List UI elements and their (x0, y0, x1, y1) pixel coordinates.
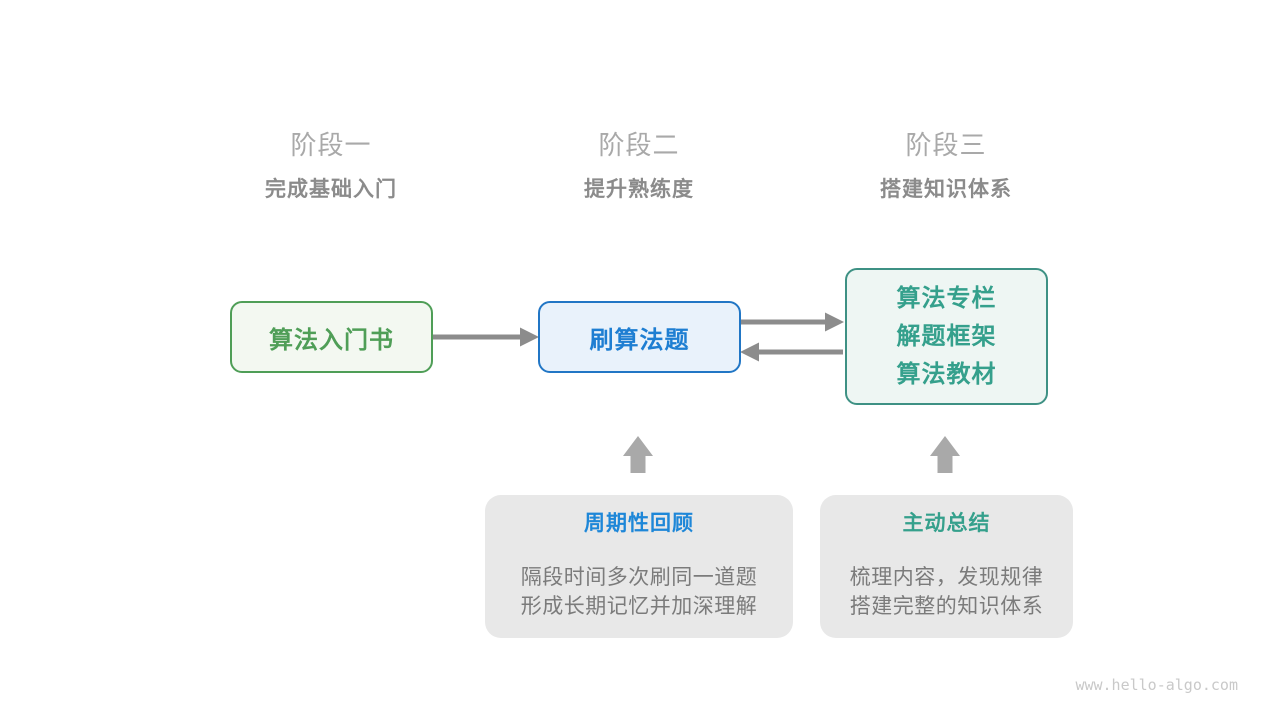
arrowhead-right-icon (520, 327, 539, 347)
note-periodic-review-body: 隔段时间多次刷同一道题 形成长期记忆并加深理解 (485, 563, 793, 621)
arrow-up-summary-to-advanced (930, 436, 960, 473)
node-practice-problems: 刷算法题 (538, 301, 741, 373)
arrowhead-left-icon (740, 342, 759, 362)
node-advanced-line-3: 算法教材 (896, 360, 997, 388)
stage-1-header: 阶段一 完成基础入门 (231, 130, 431, 202)
arrow-practice-to-advanced (741, 312, 844, 332)
note-active-summary-title: 主动总结 (902, 512, 991, 535)
node-advanced-materials: 算法专栏 解题框架 算法教材 (845, 268, 1048, 405)
note-body-line: 隔段时间多次刷同一道题 (520, 566, 758, 589)
arrow-intro-book-to-practice (433, 327, 539, 347)
stage-2-label: 阶段二 (598, 130, 680, 160)
watermark-text: www.hello-algo.com (1075, 676, 1238, 694)
note-active-summary: 主动总结 梳理内容，发现规律 搭建完整的知识体系 (820, 495, 1073, 638)
arrow-up-review-to-practice (623, 436, 653, 473)
stage-3-label: 阶段三 (905, 130, 987, 160)
note-body-line: 梳理内容，发现规律 (849, 566, 1044, 589)
node-advanced-line-2: 解题框架 (896, 322, 997, 350)
arrow-advanced-to-practice (740, 342, 843, 362)
stage-3-subtitle: 搭建知识体系 (880, 178, 1012, 201)
node-practice-label: 刷算法题 (589, 326, 690, 354)
note-body-line: 形成长期记忆并加深理解 (520, 595, 758, 618)
node-intro-book-label: 算法入门书 (269, 326, 394, 354)
stage-2-subtitle: 提升熟练度 (584, 178, 694, 201)
node-intro-book: 算法入门书 (230, 301, 433, 373)
note-periodic-review-title: 周期性回顾 (584, 512, 694, 535)
stage-1-label: 阶段一 (290, 130, 372, 160)
note-active-summary-body: 梳理内容，发现规律 搭建完整的知识体系 (820, 563, 1073, 621)
stage-3-header: 阶段三 搭建知识体系 (846, 130, 1046, 202)
arrowhead-right-icon (825, 312, 844, 332)
note-body-line: 搭建完整的知识体系 (849, 595, 1044, 618)
stage-1-subtitle: 完成基础入门 (265, 178, 397, 201)
note-periodic-review: 周期性回顾 隔段时间多次刷同一道题 形成长期记忆并加深理解 (485, 495, 793, 638)
node-advanced-line-1: 算法专栏 (896, 284, 997, 312)
stage-2-header: 阶段二 提升熟练度 (539, 130, 739, 202)
